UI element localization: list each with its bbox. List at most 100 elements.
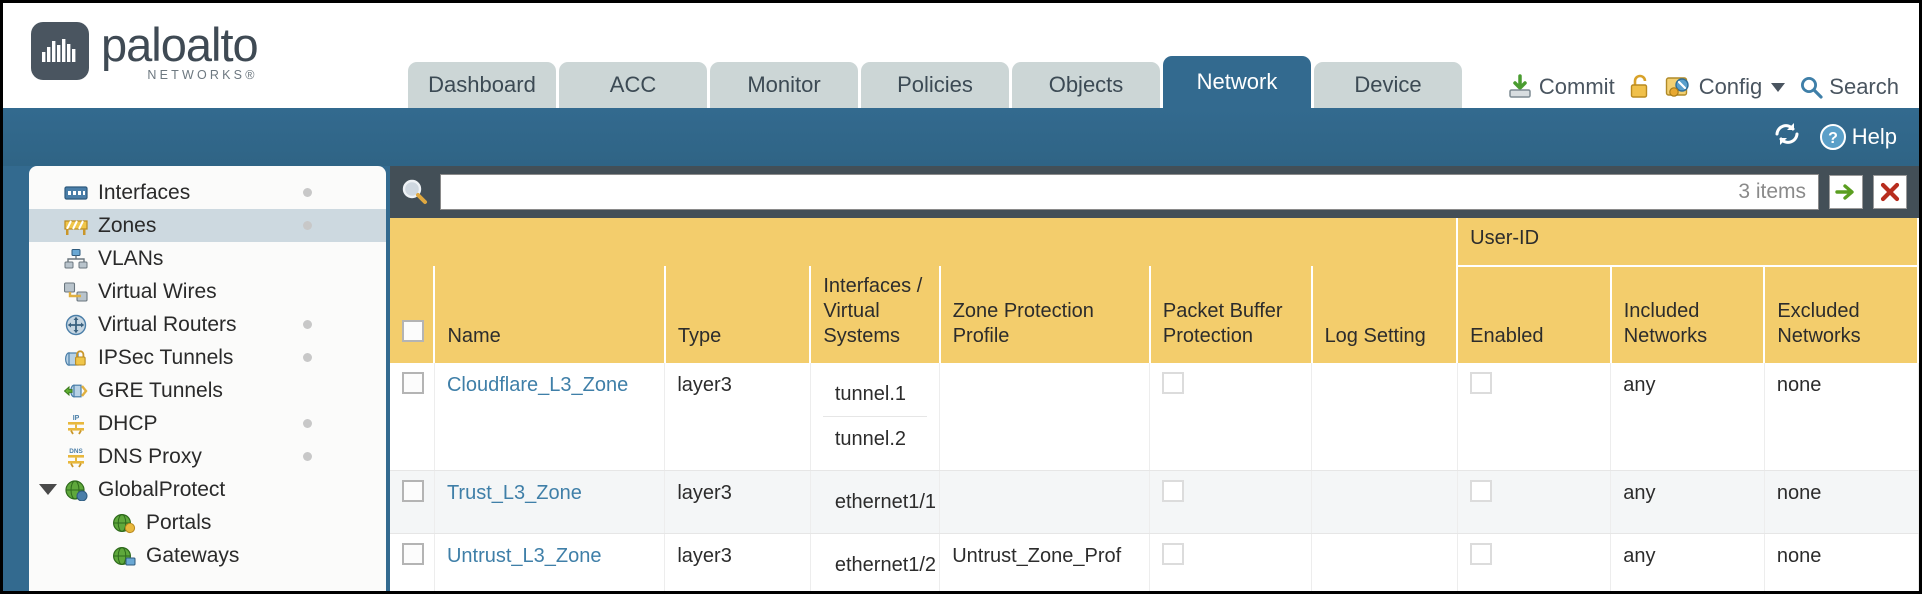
svg-text:IP: IP — [73, 415, 80, 422]
expand-collapse-arrow-icon[interactable] — [39, 484, 57, 495]
row-select-checkbox[interactable] — [402, 480, 424, 502]
ipsec-tunnels-icon — [63, 347, 89, 369]
column-header-label: Excluded Networks — [1777, 300, 1861, 347]
commit-button[interactable]: Commit — [1507, 74, 1615, 100]
sidebar-item-ipsec-tunnels[interactable]: IPSec Tunnels — [29, 341, 386, 374]
clear-filter-button[interactable] — [1873, 175, 1907, 209]
zone-name-link[interactable]: Trust_L3_Zone — [446, 482, 582, 504]
search-icon[interactable] — [400, 177, 430, 207]
sidebar-item-virtual-routers[interactable]: Virtual Routers — [29, 308, 386, 341]
sidebar-item-label: IPSec Tunnels — [98, 345, 234, 369]
help-icon: ? — [1819, 124, 1846, 150]
vlans-icon — [63, 248, 89, 270]
tab-acc[interactable]: ACC — [559, 62, 707, 108]
sidebar-item-label: Virtual Routers — [98, 312, 237, 336]
column-header-packet-buffer-protection[interactable]: Packet Buffer Protection — [1149, 266, 1313, 363]
sidebar-item-portals[interactable]: Portals — [29, 506, 386, 539]
tab-label: Objects — [1048, 72, 1124, 97]
main-panel: 3 items — [390, 166, 1919, 591]
select-all-checkbox[interactable] — [402, 320, 424, 342]
tab-label: ACC — [609, 72, 657, 97]
column-header-enabled[interactable]: Enabled — [1457, 266, 1612, 363]
sidebar-item-zones[interactable]: Zones — [29, 209, 386, 242]
sidebar-item-globalprotect[interactable]: GlobalProtect — [29, 473, 386, 506]
column-header-log-setting[interactable]: Log Setting — [1311, 266, 1459, 363]
clear-filter-x-icon — [1880, 182, 1900, 202]
virtual-routers-icon — [63, 314, 89, 336]
zone-name-link[interactable]: Untrust_L3_Zone — [446, 545, 602, 567]
interfaces-icon — [63, 182, 89, 204]
config-icon — [1665, 77, 1689, 97]
userid-enabled-checkbox[interactable] — [1469, 480, 1492, 502]
sidebar-item-vlans[interactable]: VLANs — [29, 242, 386, 275]
portals-icon — [111, 512, 137, 534]
search-label: Search — [1829, 74, 1899, 99]
column-header-label: Name — [447, 325, 501, 347]
zone-name-link[interactable]: Cloudflare_L3_Zone — [446, 374, 629, 396]
packet-buffer-protection-checkbox[interactable] — [1162, 543, 1185, 565]
column-header-interfaces-virtual-systems[interactable]: Interfaces / Virtual Systems — [810, 266, 941, 363]
padlock-icon — [1630, 74, 1647, 98]
config-menu[interactable]: Config — [1665, 74, 1786, 100]
sidebar-item-dhcp[interactable]: IP DHCP — [29, 407, 386, 440]
refresh-button[interactable] — [1773, 121, 1801, 153]
zone-type-cell: layer3 — [664, 363, 811, 471]
row-select-checkbox[interactable] — [402, 372, 424, 394]
packet-buffer-protection-checkbox[interactable] — [1162, 372, 1185, 394]
tab-monitor[interactable]: Monitor — [710, 62, 858, 108]
packet-buffer-protection-cell — [1149, 470, 1313, 534]
search-button[interactable]: Search — [1799, 74, 1899, 100]
dns-proxy-icon: DNS — [63, 446, 89, 468]
sidebar-item-gateways[interactable]: Gateways — [29, 539, 386, 572]
row-select-checkbox[interactable] — [402, 543, 424, 565]
tab-policies[interactable]: Policies — [861, 62, 1009, 108]
interfaces-cell: ethernet1/2 — [810, 533, 941, 591]
apply-filter-button[interactable] — [1829, 175, 1863, 209]
sidebar-item-interfaces[interactable]: Interfaces — [29, 176, 386, 209]
userid-enabled-checkbox[interactable] — [1469, 543, 1492, 565]
sidebar-item-label: Interfaces — [98, 180, 191, 204]
userid-enabled-checkbox[interactable] — [1469, 372, 1492, 394]
sidebar-item-label: Virtual Wires — [98, 279, 217, 303]
sidebar-item-label: Portals — [146, 510, 212, 534]
gateways-icon — [111, 545, 137, 567]
sidebar-item-virtual-wires[interactable]: Virtual Wires — [29, 275, 386, 308]
help-button[interactable]: ? Help — [1819, 123, 1897, 151]
chevron-down-icon — [1771, 82, 1786, 92]
items-count: 3 items — [1738, 180, 1806, 203]
commit-label: Commit — [1538, 74, 1615, 99]
globalprotect-icon — [63, 479, 89, 501]
column-header-type[interactable]: Type — [664, 266, 812, 363]
gre-tunnels-icon — [63, 380, 89, 402]
sidebar-item-gre-tunnels[interactable]: GRE Tunnels — [29, 374, 386, 407]
userid-enabled-cell — [1457, 533, 1612, 591]
packet-buffer-protection-checkbox[interactable] — [1162, 480, 1185, 502]
tab-objects[interactable]: Objects — [1012, 62, 1160, 108]
column-header-zone-protection-profile[interactable]: Zone Protection Profile — [939, 266, 1151, 363]
sidebar-item-status-dot — [303, 320, 312, 329]
tab-device[interactable]: Device — [1314, 62, 1462, 108]
column-header-included-networks[interactable]: Included Networks — [1610, 266, 1766, 363]
tab-dashboard[interactable]: Dashboard — [408, 62, 556, 108]
brand-tagline: NETWORKS® — [147, 68, 258, 82]
lock-button[interactable] — [1629, 74, 1651, 100]
packet-buffer-protection-cell — [1149, 533, 1313, 591]
filter-input[interactable]: 3 items — [440, 174, 1819, 210]
zone-type-cell: layer3 — [664, 533, 811, 591]
column-header-name[interactable]: Name — [434, 266, 666, 363]
column-header-excluded-networks[interactable]: Excluded Networks — [1764, 266, 1919, 363]
sidebar-item-status-dot — [303, 452, 312, 461]
tab-network[interactable]: Network — [1163, 56, 1311, 108]
sidebar-item-label: DHCP — [98, 411, 158, 435]
zone-type-cell: layer3 — [664, 470, 811, 534]
tab-label: Device — [1354, 72, 1422, 97]
